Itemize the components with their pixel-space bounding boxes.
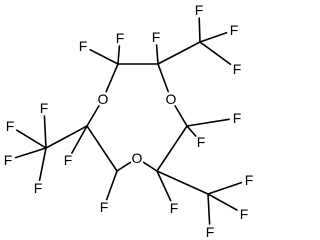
bond-line	[117, 45, 121, 65]
bond-line	[199, 31, 228, 43]
bond-lines	[14, 17, 243, 225]
fluorine-label: F	[233, 110, 242, 126]
bond-line	[156, 125, 188, 172]
bond-line	[198, 17, 201, 43]
atom-labels: O O O F F F F F F F F F F F F F F F F F …	[4, 2, 254, 240]
bond-line	[157, 63, 169, 93]
molecule-structure-diagram: O O O F F F F F F F F F F F F F F F F F …	[4, 2, 254, 240]
ring-oxygen-label: O	[166, 91, 177, 107]
bond-line	[157, 41, 201, 65]
bond-line	[86, 105, 100, 127]
fluorine-label: F	[64, 152, 73, 168]
fluorine-label: F	[195, 2, 204, 18]
fluorine-label: F	[240, 206, 249, 222]
fluorine-label: F	[100, 199, 109, 215]
bond-line	[43, 115, 47, 149]
fluorine-label: F	[245, 172, 254, 188]
bond-line	[186, 125, 197, 137]
fluorine-label: F	[170, 200, 179, 216]
fluorine-label: F	[116, 30, 125, 46]
bond-line	[71, 125, 88, 154]
bond-line	[199, 41, 232, 66]
bond-line	[116, 161, 132, 172]
bond-line	[207, 193, 238, 211]
fluorine-label: F	[6, 118, 15, 134]
ring-oxygen-label: O	[132, 150, 143, 166]
bond-line	[142, 161, 158, 172]
bond-line	[186, 118, 230, 127]
fluorine-label: F	[152, 29, 161, 45]
bond-line	[105, 63, 119, 93]
fluorine-label: F	[230, 22, 239, 38]
fluorine-label: F	[34, 180, 43, 196]
fluorine-label: F	[233, 61, 242, 77]
bond-line	[45, 125, 88, 149]
bond-line	[156, 170, 209, 195]
bond-line	[14, 147, 47, 159]
fluorine-label: F	[79, 38, 88, 54]
bond-line	[86, 125, 118, 172]
fluorine-label: F	[40, 100, 49, 116]
bond-line	[156, 170, 172, 202]
bond-line	[155, 44, 159, 65]
fluorine-label: F	[4, 152, 13, 168]
ring-oxygen-label: O	[98, 91, 109, 107]
bond-line	[38, 147, 47, 181]
bond-line	[15, 129, 47, 149]
bond-line	[174, 105, 188, 127]
fluorine-label: F	[206, 224, 215, 240]
bond-line	[207, 181, 243, 195]
bond-line	[89, 48, 119, 65]
bond-line	[105, 170, 118, 201]
fluorine-label: F	[197, 134, 206, 150]
bond-line	[207, 193, 211, 225]
